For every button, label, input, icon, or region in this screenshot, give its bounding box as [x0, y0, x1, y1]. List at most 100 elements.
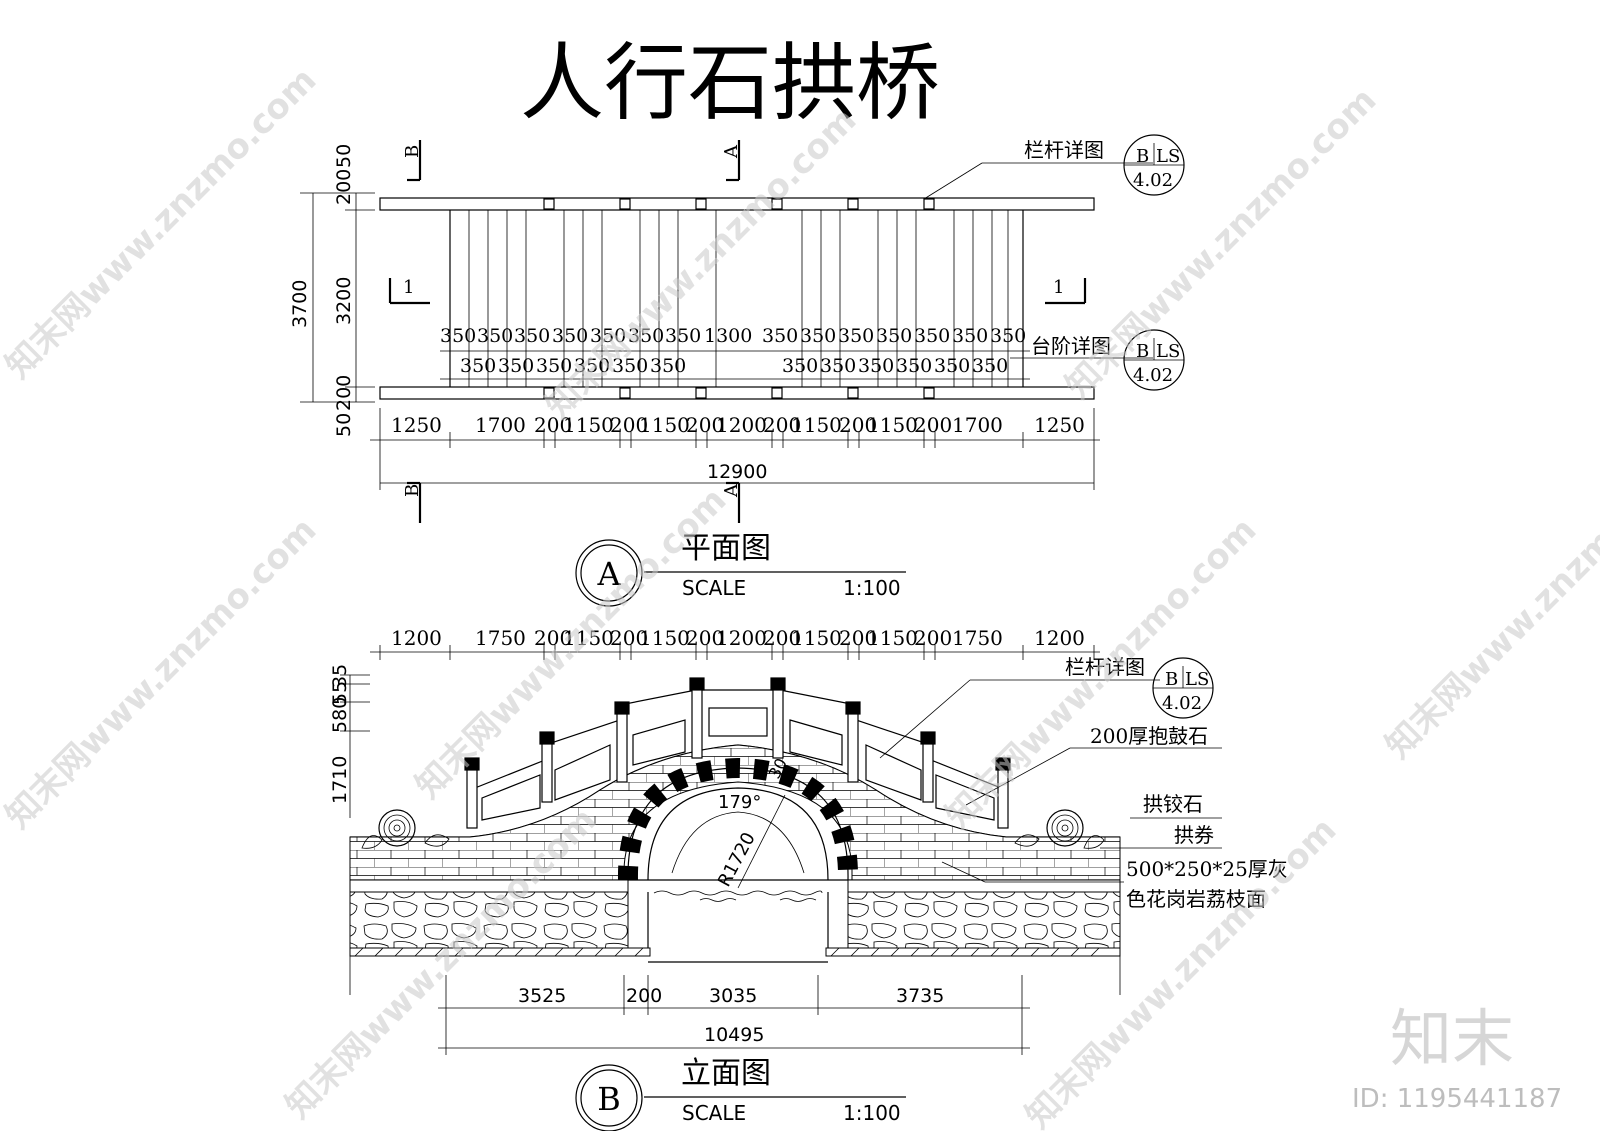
elevation-callout-arch: 拱券	[1100, 823, 1222, 849]
base-hatch	[349, 947, 1121, 963]
svg-text:4.02: 4.02	[1162, 693, 1202, 714]
plan-total-dimension: 12900	[707, 461, 767, 483]
watermark-layer: 知末网www.znzmo.com 知末网www.znzmo.com 知末网www…	[0, 60, 1600, 1131]
plan-callout-steps: 台阶详图 B LS 4.02	[1010, 329, 1185, 391]
plan-view-title: A 平面图 SCALE 1:100	[575, 531, 906, 607]
svg-text:1710: 1710	[329, 756, 351, 804]
svg-text:200厚抱鼓石: 200厚抱鼓石	[1090, 724, 1208, 748]
svg-text:500*250*25厚灰: 500*250*25厚灰	[1126, 857, 1288, 881]
svg-text:350: 350	[612, 355, 648, 377]
svg-text:200: 200	[610, 413, 648, 437]
svg-text:B: B	[1136, 341, 1149, 362]
watermark-id: ID: 1195441187	[1352, 1084, 1562, 1114]
svg-text:200: 200	[686, 626, 724, 650]
svg-text:1300: 1300	[704, 325, 752, 347]
plan-bottom-dimensions: 1250 1700 200 1150 200 1150 200 1200 200…	[370, 408, 1100, 490]
svg-text:1150: 1150	[791, 626, 842, 650]
svg-text:1200: 1200	[1034, 626, 1085, 650]
svg-text:200: 200	[839, 413, 877, 437]
svg-text:拱铰石: 拱铰石	[1143, 792, 1203, 816]
elevation-view-name: 立面图	[681, 1056, 771, 1091]
svg-text:1750: 1750	[952, 626, 1003, 650]
plan-view: B A B A 1 1	[289, 134, 1185, 607]
svg-text:350: 350	[628, 325, 664, 347]
svg-text:350: 350	[574, 355, 610, 377]
svg-text:知末网www.znzmo.com: 知末网www.znzmo.com	[0, 510, 324, 836]
svg-text:4.02: 4.02	[1133, 365, 1173, 386]
svg-text:350: 350	[800, 325, 836, 347]
plan-view-id: A	[596, 555, 621, 593]
svg-text:350: 350	[440, 325, 476, 347]
svg-text:200: 200	[333, 169, 355, 205]
drum-stone-left	[361, 809, 450, 849]
svg-text:栏杆详图: 栏杆详图	[1065, 655, 1145, 679]
svg-text:350: 350	[952, 325, 988, 347]
svg-text:B: B	[402, 484, 423, 497]
svg-text:1:100: 1:100	[843, 576, 901, 600]
svg-text:1150: 1150	[639, 626, 690, 650]
watermark-brand: 知末	[1390, 1002, 1514, 1075]
svg-text:200: 200	[333, 375, 355, 411]
svg-text:580: 580	[329, 697, 351, 733]
svg-text:A: A	[721, 483, 742, 498]
plan-callout-railing: 栏杆详图 B LS 4.02	[923, 134, 1185, 200]
svg-text:拱券: 拱券	[1174, 823, 1214, 847]
svg-text:350: 350	[590, 325, 626, 347]
svg-text:1200: 1200	[716, 413, 767, 437]
svg-text:1150: 1150	[639, 413, 690, 437]
svg-text:3735: 3735	[896, 985, 944, 1007]
svg-text:350: 350	[782, 355, 818, 377]
svg-text:350: 350	[650, 355, 686, 377]
svg-text:3700: 3700	[289, 280, 311, 328]
svg-text:350: 350	[536, 355, 572, 377]
svg-text:200: 200	[914, 626, 952, 650]
svg-text:4.02: 4.02	[1133, 170, 1173, 191]
water-lines	[653, 890, 823, 902]
svg-text:1150: 1150	[563, 413, 614, 437]
svg-text:200: 200	[914, 413, 952, 437]
svg-text:SCALE: SCALE	[682, 576, 746, 600]
elevation-callout-paving: 500*250*25厚灰 色花岗岩荔枝面	[941, 857, 1288, 911]
masonry-body	[349, 744, 1121, 881]
svg-text:350: 350	[934, 355, 970, 377]
svg-text:200: 200	[534, 626, 572, 650]
svg-text:50: 50	[333, 144, 355, 168]
svg-text:350: 350	[990, 325, 1026, 347]
svg-text:55: 55	[329, 681, 351, 705]
arch-opening	[647, 787, 829, 881]
elevation-view-id: B	[597, 1080, 621, 1118]
elevation-left-dimensions: 55 580 35 1710	[329, 664, 370, 818]
svg-text:1150: 1150	[563, 626, 614, 650]
svg-text:350: 350	[838, 325, 874, 347]
svg-text:1750: 1750	[475, 626, 526, 650]
elevation-total-dimension: 10495	[704, 1024, 764, 1046]
svg-text:1250: 1250	[391, 413, 442, 437]
svg-text:350: 350	[896, 355, 932, 377]
svg-text:350: 350	[477, 325, 513, 347]
svg-text:1: 1	[1053, 277, 1064, 298]
svg-text:B: B	[402, 145, 423, 158]
svg-text:1150: 1150	[791, 413, 842, 437]
plan-left-dimensions: 200 50 3200 200 50 3700	[289, 144, 375, 437]
section-mark-1-right: 1	[1045, 277, 1087, 305]
arch-angle: 179°	[718, 792, 761, 813]
svg-text:1200: 1200	[716, 626, 767, 650]
foundation-left	[349, 891, 629, 949]
svg-text:350: 350	[972, 355, 1008, 377]
svg-text:A: A	[721, 144, 742, 159]
svg-text:LS: LS	[1185, 669, 1209, 690]
svg-text:知末网www.znzmo.com: 知末网www.znzmo.com	[538, 100, 864, 426]
drawing-title: 人行石拱桥	[520, 34, 940, 132]
elevation-railing	[464, 677, 1011, 829]
svg-text:200: 200	[686, 413, 724, 437]
svg-text:3035: 3035	[709, 985, 757, 1007]
drum-stone-right	[1014, 809, 1105, 849]
svg-text:200: 200	[839, 626, 877, 650]
svg-text:知末网www.znzmo.com: 知末网www.znzmo.com	[938, 510, 1264, 836]
section-mark-b-bottom: B	[402, 481, 423, 523]
svg-text:1700: 1700	[952, 413, 1003, 437]
elevation-callout-drum-stone: 200厚抱鼓石	[965, 724, 1222, 806]
section-mark-a-top: A	[721, 140, 742, 182]
svg-text:1:100: 1:100	[843, 1101, 901, 1125]
